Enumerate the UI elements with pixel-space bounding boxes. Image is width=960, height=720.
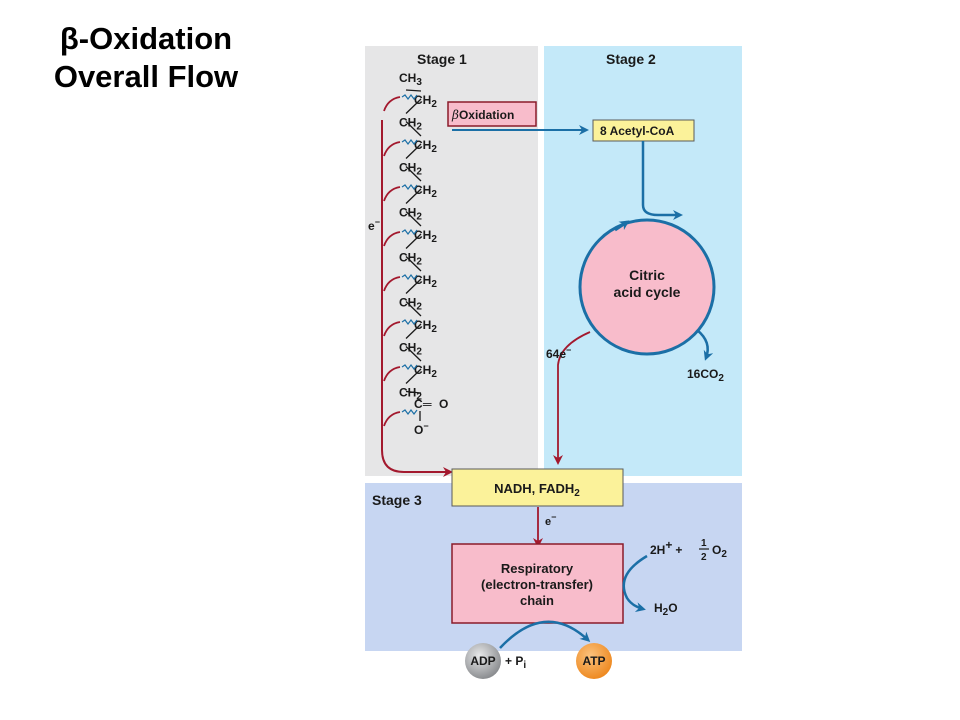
chain-ch2-14: CH2 [399,386,422,403]
respiratory-label-line2: (electron-transfer) [481,577,593,592]
cleavage-mark [401,409,418,415]
carboxyl-oxygen: O [439,397,448,411]
beta-oxidation-label: βOxidation [451,108,514,122]
adp-circle [465,643,501,679]
arrow-to-nadh [381,120,453,477]
cleavage-mark [401,274,418,280]
cleavage-mark [401,139,418,145]
chain-bond [405,301,422,317]
chain-bond [405,346,422,362]
electron-curl-arrow [383,411,401,427]
oxygen-molecule: O2 [712,543,727,560]
oxygen-fraction-num: 1 [701,538,707,549]
electron-curl-arrow [383,276,401,292]
chain-ch2-5: CH2 [414,183,437,200]
chain-bond [405,98,422,114]
arrow-co2-release [696,329,714,361]
nadh-fadh2-label: NADH, FADH2 [494,481,580,499]
stage1-label: Stage 1 [417,51,467,67]
chain-bonds [405,89,422,394]
oxygen-fraction-den: 2 [701,552,707,563]
chain-bond [405,89,422,92]
respiratory-label-line3: chain [520,593,554,608]
electron-curl-arrow [383,321,401,337]
chain-ch2-9: CH2 [414,273,437,290]
cleavage-mark [401,229,418,235]
adp-label: ADP [470,654,495,668]
chain-units: CH2CH2CH2CH2CH2CH2CH2CH2CH2CH2CH2CH2CH2C… [399,93,437,403]
cleavage-mark [401,184,418,190]
cleavage-mark [401,319,418,325]
arrow-into-citric-cycle [641,141,683,220]
chain-bond [405,233,422,249]
chain-bond [405,278,422,294]
slide-title-line2: Overall Flow [53,59,239,94]
chain-ch2-3: CH2 [414,138,437,155]
co2-label: 16CO2 [687,367,724,384]
water-label: H2O [654,601,678,618]
beta-oxidation-box [447,101,537,127]
chain-ch2-13: CH2 [414,363,437,380]
electrons-label-stage1: e− [368,217,380,233]
chain-bond [405,368,422,384]
cycle-arrowhead-top [614,220,630,232]
chain-ch3: CH3 [399,71,422,88]
respiratory-label-line1: Respiratory [501,561,574,576]
carboxyl-carbon: C [414,397,423,411]
chain-bond [405,143,422,159]
chain-bond [405,256,422,272]
arrow-oxygen-to-water [622,554,648,612]
electron-curl-arrow [383,366,401,382]
electron-curl-arrow [383,141,401,157]
carboxyl-double-bond: ═ [422,397,432,411]
cleavage-mark [401,364,418,370]
atp-circle [576,643,612,679]
electron-curl-arrow [383,186,401,202]
electron-curl-arrow [383,96,401,112]
chain-ch2-11: CH2 [414,318,437,335]
chain-ch2-1: CH2 [414,93,437,110]
electrons-label-stage3: e− [545,512,556,528]
carboxylate-oxygen: O− [414,421,429,437]
slide-title: β-Oxidation Overall Flow [18,20,274,96]
electron-curl-arrow [383,231,401,247]
chain-bond [405,211,422,227]
chain-bond [405,323,422,339]
cleavage-marks [401,94,418,415]
citric-acid-cycle [578,218,716,356]
slide-title-line1: β-Oxidation [59,21,233,56]
chain-bond [405,121,422,137]
acetyl-coa-label: 8 Acetyl-CoA [600,124,675,138]
stage3-label: Stage 3 [372,492,422,508]
atp-label: ATP [582,654,605,668]
fatty-acid-chain: CH3 CH2CH2CH2CH2CH2CH2CH2CH2CH2CH2CH2CH2… [399,71,448,437]
cleavage-mark [401,94,418,100]
chain-ch2-7: CH2 [414,228,437,245]
phosphate-label: + Pi [505,654,526,671]
electrons-label-citric: 64e− [546,345,571,361]
electron-flow-arrows [383,96,401,427]
nadh-fadh2-box [451,468,624,507]
citric-label-line2: acid cycle [614,284,681,300]
citric-label-line1: Citric [629,267,665,283]
stage2-label: Stage 2 [606,51,656,67]
arrow-adp-to-atp [499,620,591,649]
chain-bond [405,166,422,182]
chain-bond [405,390,422,394]
oxygen-reactants: 2H++ [650,538,682,557]
arrow-cycle-electrons [553,331,591,465]
chain-bond [405,188,422,204]
